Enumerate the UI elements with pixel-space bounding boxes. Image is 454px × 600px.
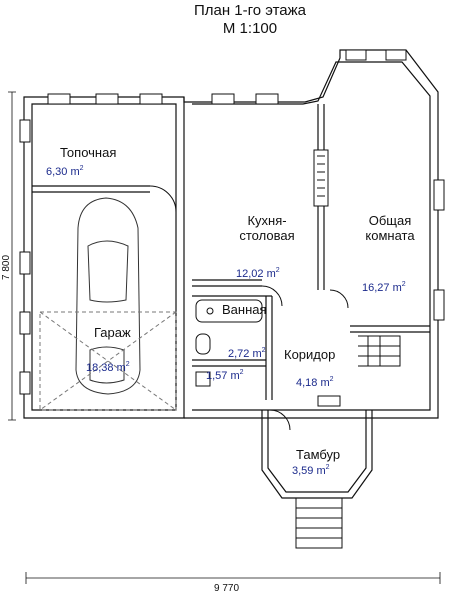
room-name-garage: Гараж <box>94 325 131 340</box>
stove <box>313 149 329 207</box>
room-area-living: 16,27 m2 <box>362 281 406 294</box>
room-area-boiler: 6,30 m2 <box>46 165 84 178</box>
car <box>75 197 141 395</box>
garage-door-hatch <box>39 311 177 411</box>
width-dimension: 9 770 <box>214 583 240 594</box>
room-area-corridor: 4,18 m2 <box>296 376 334 389</box>
plan-title: План 1-го этажа <box>193 2 307 19</box>
room-name-corridor: Коридор <box>284 347 336 362</box>
room-area-vestibule: 3,59 m2 <box>292 464 330 477</box>
porch-stairs <box>295 498 343 549</box>
room-area-wc: 1,57 m2 <box>206 369 244 382</box>
room-name-living: Общая комната <box>365 213 415 243</box>
plan-scale: М 1:100 <box>222 20 278 37</box>
room-area-garage: 18,38 m2 <box>86 361 130 374</box>
interior-walls <box>32 104 430 499</box>
room-area-bath: 2,72 m2 <box>228 347 266 360</box>
room-name-kitchen: Кухня- столовая <box>239 213 295 243</box>
fixtures <box>195 299 401 387</box>
height-dimension: 7 800 <box>1 254 13 281</box>
room-name-vestibule: Тамбур <box>296 447 341 462</box>
door-swings <box>149 185 349 431</box>
room-area-kitchen: 12,02 m2 <box>236 267 280 280</box>
room-name-bath: Ванная <box>222 302 267 317</box>
windows <box>19 49 445 407</box>
exterior-walls <box>23 49 439 419</box>
room-name-boiler: Топочная <box>60 145 117 160</box>
dimension-lines <box>8 91 441 584</box>
